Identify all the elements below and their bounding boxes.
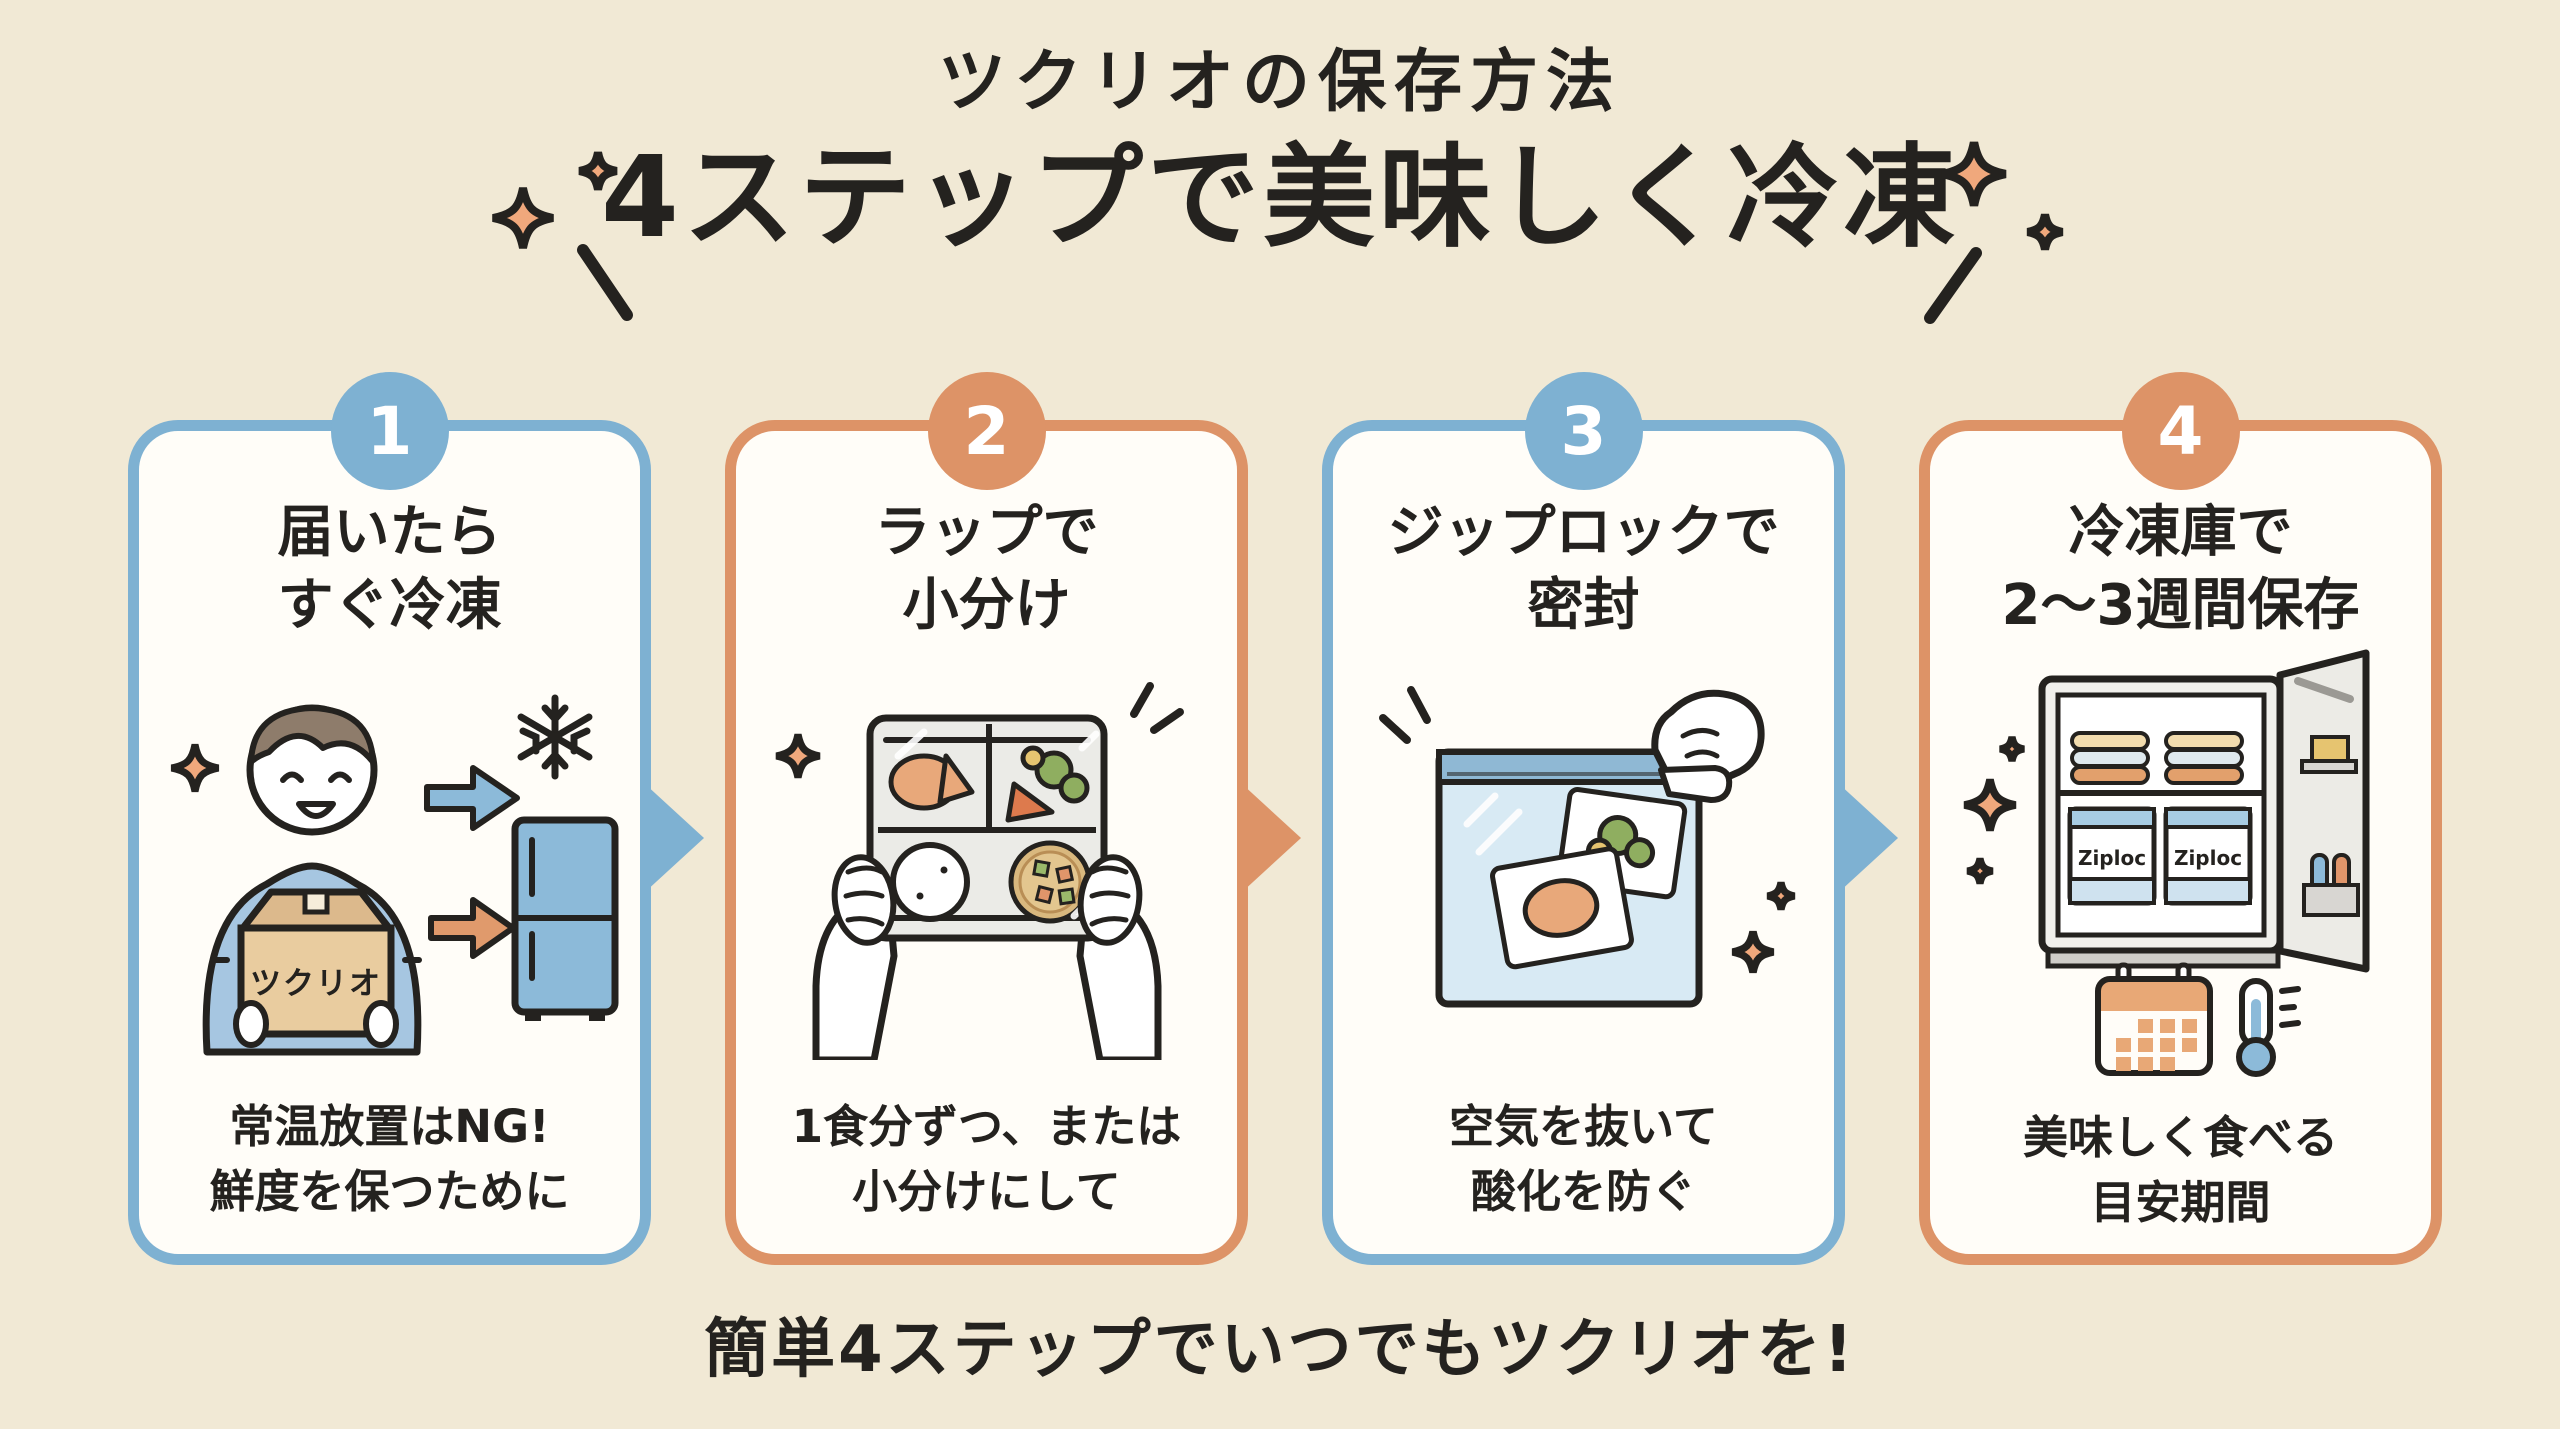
title-sparkle-decor-left [430,118,633,321]
header: ツクリオの保存方法 4ステップで美味しく冷凍 [0,43,2560,263]
sparkle-icon [1732,932,1773,973]
step-caption: 空気を抜いて 酸化を防ぐ [1449,1094,1718,1225]
step-title-line1: 届いたら [277,500,502,565]
arrow-right-orange-icon [427,896,516,959]
title-sparkle-decor-right [1924,128,2078,324]
step-title-line1: 冷凍庫で [2068,500,2293,565]
sparkle-icon [2000,737,2024,761]
arrow-right-blue-icon [423,764,520,831]
step-title-line1: ジップロックで [1387,500,1780,565]
page-title: 4ステップで美味しく冷凍 [601,132,1959,263]
flow-arrow-icon [1241,783,1301,893]
freezer-storage-graphic: Ziploc Ziploc [1946,649,2369,1077]
step-title: 冷凍庫で 2〜3週間保存 [2002,497,2360,643]
step1-illustration: ツクリオ [155,648,625,1067]
step-title-line1: ラップで [874,500,1099,565]
step-title-line2: 2〜3週間保存 [2001,572,2360,638]
flow-arrow-icon [644,783,704,893]
steps-row: 1 届いたら すぐ冷凍 [128,372,2442,1265]
ziploc-bag-icon [1435,748,1702,1008]
open-freezer-icon: Ziploc Ziploc [2038,649,2369,973]
person-delivery-to-freezer-graphic: ツクリオ [155,694,618,1056]
step-caption: 1食分ずつ、または 小分けにして [792,1094,1182,1225]
step-caption-line2: 小分けにして [852,1164,1121,1218]
step2-illustration [752,648,1222,1067]
step-caption: 常温放置はNG! 鮮度を保つために [209,1094,569,1225]
sparkle-icon [776,734,819,777]
hand-icon [1650,689,1765,803]
snowflake-icon [517,694,592,780]
step-caption-line2: 鮮度を保つために [209,1164,570,1218]
step-title: 届いたら すぐ冷凍 [278,497,502,644]
box-label: ツクリオ [250,966,382,1002]
step-number-badge: 4 [2121,372,2240,490]
step-caption-line2: 酸化を防ぐ [1470,1164,1696,1218]
sparkle-icon [1967,858,1992,883]
sparkle-icon [1767,882,1794,909]
step-title: ジップロックで 密封 [1388,497,1780,644]
page-subtitle: ツクリオの保存方法 [937,43,1622,122]
step-card-3: 3 ジップロックで 密封 [1322,372,1898,1265]
step-title-line2: すぐ冷凍 [277,572,502,638]
step-caption-line1: 美味しく食べる [2022,1110,2338,1164]
footer-tagline: 簡単4ステップでいつでもツクリオを! [704,1313,1856,1387]
calendar-icon [2094,962,2213,1076]
hands-icon-palms [831,854,1142,946]
ziploc-bag-graphic [1378,685,1819,1008]
shine-lines [1378,685,1431,744]
step-card-4: 4 冷凍庫で 2〜3週間保存 [1919,372,2442,1265]
step-title: ラップで 小分け [875,497,1099,644]
thermometer-icon [2235,977,2301,1077]
step-caption-line1: 1食分ずつ、または [791,1099,1182,1153]
fridge-icon [511,816,618,1021]
step-card-2: 2 ラップで 小分け [725,372,1301,1265]
sparkle-icon [1964,779,2015,830]
step4-illustration: Ziploc Ziploc [1946,647,2416,1079]
wrapped-tray-icon [866,714,1107,942]
shine-lines [1129,681,1184,734]
step3-illustration [1349,648,1819,1067]
step-number-badge: 1 [330,372,449,490]
step-caption: 美味しく食べる 目安期間 [2023,1105,2338,1236]
sparkle-icon [171,745,218,792]
step-title-line2: 密封 [1527,572,1640,638]
flow-arrow-icon [1838,783,1898,893]
step-card-1: 1 届いたら すぐ冷凍 [128,372,704,1265]
ziploc-label: Ziploc [2173,846,2241,870]
ziploc-label: Ziploc [2077,846,2145,870]
step-caption-line2: 目安期間 [2090,1175,2271,1229]
person-with-box-icon: ツクリオ [202,704,422,1056]
step-caption-line1: 空気を抜いて [1449,1099,1718,1153]
step-number-badge: 2 [927,372,1046,490]
wrapped-tray-graphic [752,681,1184,1060]
step-title-line2: 小分け [902,572,1071,638]
step-caption-line1: 常温放置はNG! [229,1099,550,1153]
step-number-badge: 3 [1524,372,1643,490]
